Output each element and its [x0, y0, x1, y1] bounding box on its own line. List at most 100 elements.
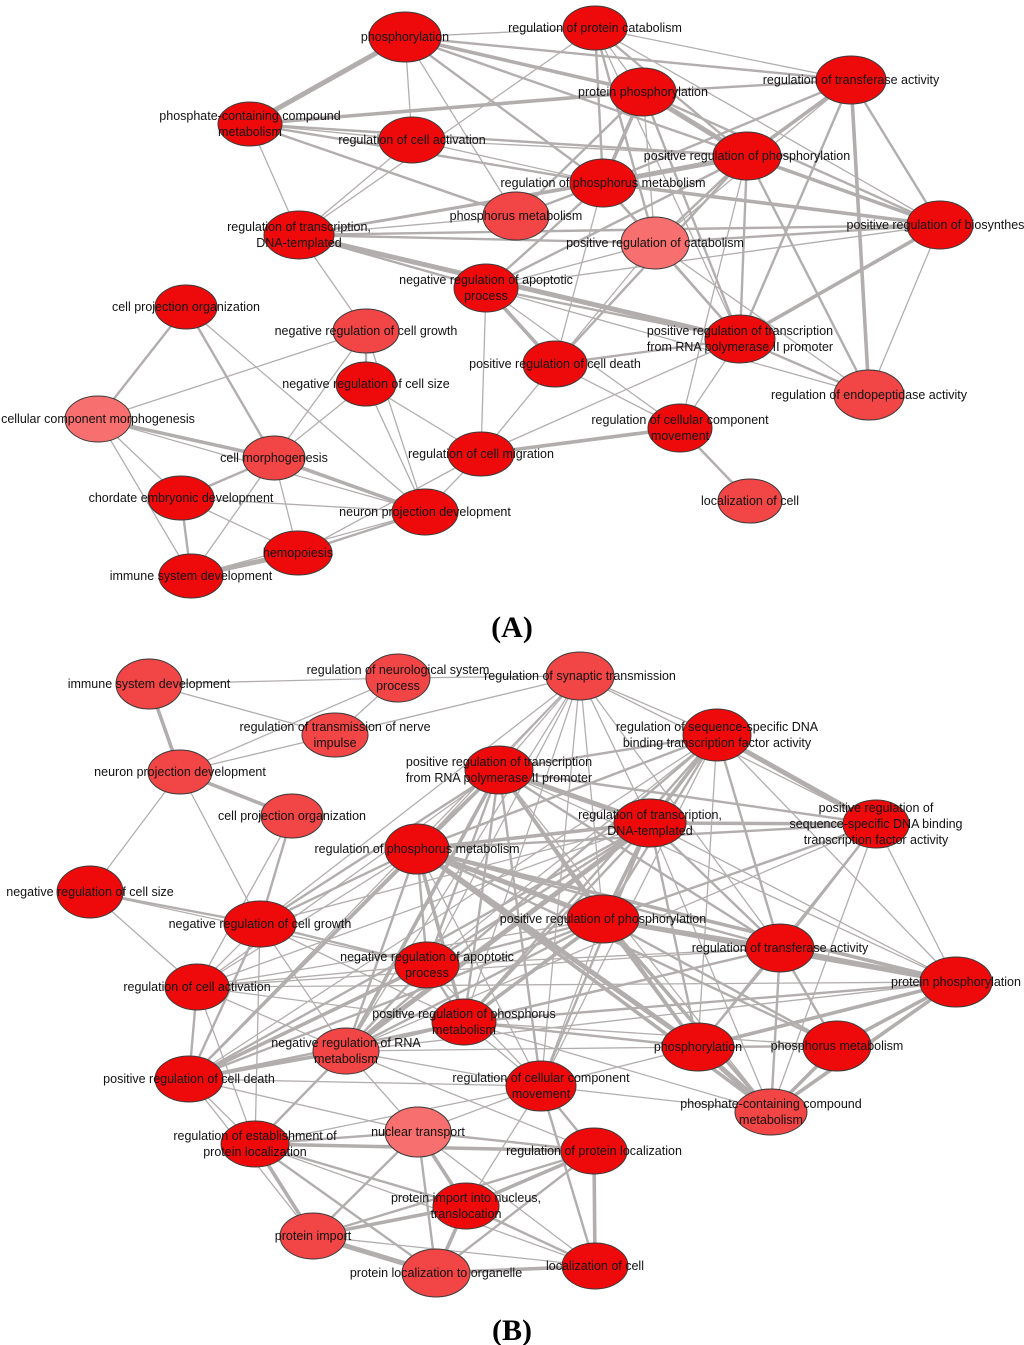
node-ellipse[interactable]	[842, 799, 910, 849]
node-ellipse[interactable]	[505, 1060, 577, 1112]
node-ellipse[interactable]	[562, 5, 628, 51]
node-ellipse[interactable]	[263, 530, 333, 576]
node-b_plo[interactable]: protein localization to organelle	[350, 1248, 522, 1298]
node-ellipse[interactable]	[545, 651, 615, 701]
node-a_phos[interactable]: phosphorylation	[361, 11, 449, 63]
node-a_prb[interactable]: positive regulation of biosynthesis	[847, 200, 1024, 250]
node-ellipse[interactable]	[154, 284, 218, 330]
node-ellipse[interactable]	[906, 200, 974, 250]
node-ellipse[interactable]	[661, 1022, 735, 1072]
node-ellipse[interactable]	[312, 1027, 380, 1075]
node-b_cpo[interactable]: cell projection organization	[218, 793, 366, 839]
node-a_prcat[interactable]: positive regulation of catabolism	[566, 216, 744, 270]
node-ellipse[interactable]	[332, 308, 400, 354]
node-a_nrcg[interactable]: negative regulation of cell growth	[275, 308, 458, 354]
node-a_rtdna[interactable]: regulation of transcription,DNA-template…	[227, 210, 371, 260]
node-b_rca[interactable]: regulation of cell activation	[123, 963, 271, 1011]
node-a_nrcs[interactable]: negative regulation of cell size	[282, 361, 450, 407]
node-b_rtdna[interactable]: regulation of transcription,DNA-template…	[578, 798, 722, 848]
node-ellipse[interactable]	[712, 131, 782, 181]
node-ellipse[interactable]	[717, 478, 783, 524]
node-a_isd[interactable]: immune system development	[110, 553, 273, 599]
node-ellipse[interactable]	[391, 488, 459, 536]
node-ellipse[interactable]	[260, 793, 324, 839]
node-b_rta[interactable]: regulation of transferase activity	[692, 923, 869, 973]
node-a_ced[interactable]: chordate embryonic development	[89, 475, 274, 521]
node-b_prtr[interactable]: positive regulation of transcriptionfrom…	[406, 745, 592, 795]
node-b_pm[interactable]: phosphorus metabolism	[771, 1020, 904, 1072]
node-ellipse[interactable]	[242, 435, 306, 481]
node-ellipse[interactable]	[815, 55, 887, 105]
node-ellipse[interactable]	[447, 431, 515, 477]
node-ellipse[interactable]	[482, 191, 550, 241]
node-ellipse[interactable]	[561, 1242, 629, 1290]
node-ellipse[interactable]	[279, 1212, 347, 1260]
node-a_loc[interactable]: localization of cell	[701, 478, 799, 524]
node-b_pin[interactable]: protein import into nucleus,translocatio…	[391, 1182, 541, 1230]
node-a_rcm[interactable]: regulation of cell migration	[408, 431, 554, 477]
node-ellipse[interactable]	[384, 1106, 452, 1158]
node-ellipse[interactable]	[401, 1248, 471, 1298]
node-ellipse[interactable]	[609, 67, 677, 117]
node-ellipse[interactable]	[64, 395, 132, 443]
node-a_rta[interactable]: regulation of transferase activity	[763, 55, 940, 105]
node-a_rca[interactable]: regulation of cell activation	[338, 116, 486, 164]
node-b_pi[interactable]: protein import	[275, 1212, 352, 1260]
node-ellipse[interactable]	[335, 361, 397, 407]
node-b_prp[interactable]: positive regulation of phosphorylation	[500, 894, 706, 944]
node-ellipse[interactable]	[802, 1020, 872, 1072]
node-ellipse[interactable]	[704, 314, 776, 364]
node-ellipse[interactable]	[217, 101, 283, 147]
node-b_rst[interactable]: regulation of synaptic transmission	[484, 651, 676, 701]
node-ellipse[interactable]	[919, 956, 993, 1008]
node-ellipse[interactable]	[147, 475, 215, 521]
node-ellipse[interactable]	[432, 1182, 500, 1230]
node-b_prss[interactable]: positive regulation ofsequence-specific …	[789, 799, 963, 849]
node-a_hem[interactable]: hemopoiesis	[263, 530, 333, 576]
node-b_prpm[interactable]: positive regulation of phosphorusmetabol…	[372, 998, 556, 1046]
node-b_prcd[interactable]: positive regulation of cell death	[103, 1055, 275, 1103]
node-ellipse[interactable]	[833, 369, 905, 421]
node-b_phos[interactable]: phosphorylation	[654, 1022, 742, 1072]
node-a_prtr[interactable]: positive regulation of transcriptionfrom…	[647, 314, 833, 364]
node-ellipse[interactable]	[263, 210, 335, 260]
node-b_isd[interactable]: immune system development	[68, 658, 231, 710]
node-b_rpm[interactable]: regulation of phosphorus metabolism	[315, 823, 520, 875]
node-ellipse[interactable]	[682, 708, 752, 762]
node-ellipse[interactable]	[220, 1120, 290, 1168]
node-ellipse[interactable]	[453, 263, 519, 313]
node-b_rtni[interactable]: regulation of transmission of nerveimpul…	[239, 712, 431, 758]
node-b_nt[interactable]: nuclear transport	[371, 1106, 465, 1158]
node-a_prcd[interactable]: positive regulation of cell death	[469, 340, 641, 388]
node-a_rea[interactable]: regulation of endopeptidase activity	[771, 369, 968, 421]
node-ellipse[interactable]	[560, 1127, 628, 1175]
node-ellipse[interactable]	[154, 1055, 224, 1103]
node-ellipse[interactable]	[115, 658, 183, 710]
node-ellipse[interactable]	[522, 340, 588, 388]
node-ellipse[interactable]	[56, 865, 124, 919]
node-a_rpc[interactable]: regulation of protein catabolism	[508, 5, 682, 51]
node-a_cpo[interactable]: cell projection organization	[112, 284, 260, 330]
node-ellipse[interactable]	[384, 823, 450, 875]
node-a_prp[interactable]: positive regulation of phosphorylation	[644, 131, 850, 181]
node-b_npd[interactable]: neuron projection development	[94, 749, 266, 795]
node-ellipse[interactable]	[566, 894, 640, 944]
node-b_rssd[interactable]: regulation of sequence-specific DNAbindi…	[616, 708, 819, 762]
node-a_pm[interactable]: phosphorus metabolism	[450, 191, 583, 241]
node-a_cm[interactable]: cell morphogenesis	[220, 435, 328, 481]
node-ellipse[interactable]	[734, 1088, 808, 1136]
node-b_nrcs[interactable]: negative regulation of cell size	[6, 865, 174, 919]
node-ellipse[interactable]	[569, 158, 637, 208]
node-a_ccm[interactable]: cellular component morphogenesis	[1, 395, 195, 443]
node-ellipse[interactable]	[464, 745, 534, 795]
node-b_rpl[interactable]: regulation of protein localization	[506, 1127, 682, 1175]
node-ellipse[interactable]	[147, 749, 213, 795]
